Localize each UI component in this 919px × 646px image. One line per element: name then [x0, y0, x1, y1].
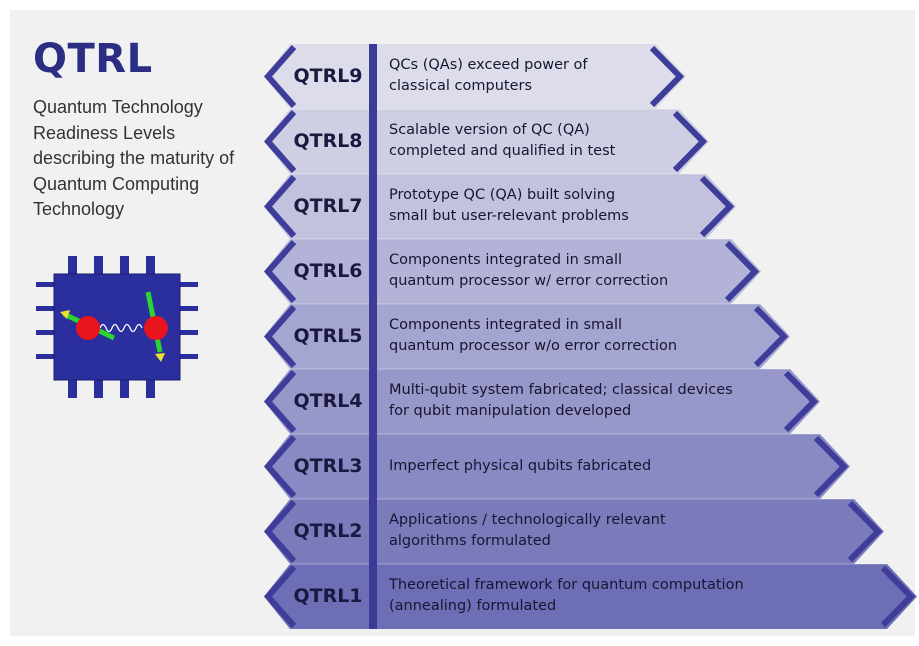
level-left-chevron: [264, 435, 297, 498]
level-description-line: Applications / technologically relevant: [389, 511, 666, 528]
page-title: QTRL: [33, 36, 153, 82]
level-description-line: Prototype QC (QA) built solving: [389, 186, 616, 203]
level-left-chevron: [264, 175, 297, 238]
chip-pin: [68, 378, 77, 398]
level-description-line: (annealing) formulated: [389, 597, 557, 614]
level-band: [264, 239, 761, 304]
page-subtitle: Quantum Technology Readiness Levels desc…: [33, 97, 235, 219]
chip-pin: [36, 330, 56, 335]
level-right-chevron: [649, 45, 685, 108]
level-left-chevron: [264, 370, 297, 433]
level-description-line: Theoretical framework for quantum comput…: [389, 576, 744, 593]
level-description: Components integrated in small quantum pr…: [389, 315, 677, 357]
level-description-line: quantum processor w/ error correction: [389, 272, 669, 289]
level-band: [264, 369, 820, 434]
qubit-spin-arrowhead: [155, 353, 165, 362]
level-divider: [369, 44, 377, 629]
qubit-sphere: [144, 316, 168, 340]
level-description-line: for qubit manipulation developed: [389, 402, 632, 419]
level-description-line: classical computers: [389, 77, 533, 94]
level-description-line: Components integrated in small: [389, 251, 623, 268]
chip-pin: [120, 256, 129, 276]
chip-pin: [178, 282, 198, 287]
level-left-chevron: [264, 45, 297, 108]
level-description-line: small but user-relevant problems: [389, 207, 629, 224]
chip-pin: [36, 282, 56, 287]
level-right-chevron: [724, 240, 760, 303]
level-description-line: Imperfect physical qubits fabricated: [389, 457, 652, 474]
level-label: QTRL6: [293, 259, 363, 282]
chip-pin: [36, 354, 56, 359]
chip-pin: [68, 256, 77, 276]
chip-pin: [146, 378, 155, 398]
level-label: QTRL2: [293, 519, 363, 542]
level-label: QTRL3: [293, 454, 363, 477]
level-label: QTRL5: [293, 324, 363, 347]
level-description: Multi-qubit system fabricated; classical…: [389, 380, 733, 422]
level-description-line: Scalable version of QC (QA): [389, 121, 590, 138]
chip-pin: [120, 378, 129, 398]
level-description: Scalable version of QC (QA) completed and…: [389, 120, 615, 162]
chip-pin: [178, 354, 198, 359]
level-label: QTRL4: [293, 389, 363, 412]
level-description-line: Components integrated in small: [389, 316, 623, 333]
level-right-chevron: [847, 500, 883, 563]
level-band: [264, 434, 850, 499]
level-label: QTRL9: [293, 64, 363, 87]
level-right-chevron: [813, 435, 849, 498]
level-band: [264, 499, 884, 564]
level-description: Theoretical framework for quantum comput…: [389, 575, 744, 617]
chip-pin: [146, 256, 155, 276]
quantum-chip-icon: [36, 256, 198, 398]
chip-pin: [94, 378, 103, 398]
qubit-sphere: [76, 316, 100, 340]
coupling-wave: [99, 323, 143, 333]
level-description-line: QCs (QAs) exceed power of: [389, 56, 588, 73]
level-band: [264, 174, 736, 239]
level-right-chevron: [880, 565, 916, 628]
level-description-line: Multi-qubit system fabricated; classical…: [389, 381, 733, 398]
chip-pin: [36, 306, 56, 311]
chip-pin: [94, 256, 103, 276]
level-right-chevron: [783, 370, 819, 433]
level-label: QTRL7: [293, 194, 363, 217]
level-description: Imperfect physical qubits fabricated: [389, 456, 651, 477]
qubit-spin-arrowhead: [60, 310, 70, 319]
level-description: Components integrated in small quantum pr…: [389, 250, 668, 292]
level-left-chevron: [264, 565, 297, 628]
level-description: Applications / technologically relevant a…: [389, 510, 666, 552]
level-left-chevron: [264, 305, 297, 368]
level-right-chevron: [699, 175, 735, 238]
level-label: QTRL8: [293, 129, 363, 152]
level-band: [264, 564, 917, 629]
level-left-chevron: [264, 240, 297, 303]
level-label: QTRL1: [293, 584, 363, 607]
level-left-chevron: [264, 500, 297, 563]
level-description: QCs (QAs) exceed power of classical compu…: [389, 55, 588, 97]
level-description-line: completed and qualified in test: [389, 142, 616, 159]
chip-pin: [178, 306, 198, 311]
level-right-chevron: [753, 305, 789, 368]
level-right-chevron: [672, 110, 708, 173]
level-band: [264, 304, 790, 369]
chip-pin: [178, 330, 198, 335]
level-description-line: algorithms formulated: [389, 532, 551, 549]
level-left-chevron: [264, 110, 297, 173]
level-description-line: quantum processor w/o error correction: [389, 337, 678, 354]
level-description: Prototype QC (QA) built solving small but…: [389, 185, 629, 227]
